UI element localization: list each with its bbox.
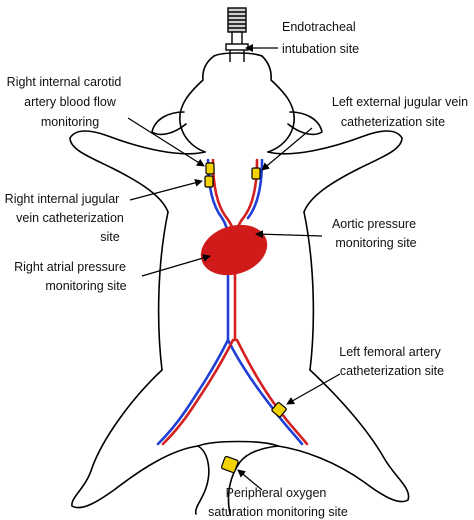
svg-text:catheterization site: catheterization site: [340, 364, 444, 378]
label-right-jugular: Right internal jugular vein catheterizat…: [5, 192, 124, 244]
sensor-clip-icon: [204, 162, 287, 474]
right-femoral-artery: [161, 338, 235, 446]
left-femoral-artery: [235, 338, 309, 446]
label-endotracheal: Endotracheal intubation site: [282, 20, 359, 56]
artery-vessels: [161, 158, 309, 446]
svg-text:artery blood flow: artery blood flow: [24, 95, 117, 109]
svg-text:Left femoral artery: Left femoral artery: [339, 345, 441, 359]
endotracheal-tube-icon: [225, 7, 249, 62]
arrow-right-jugular: [129, 178, 203, 201]
svg-text:catheterization site: catheterization site: [341, 115, 445, 129]
vein-vessels: [156, 158, 304, 446]
right-jugular-sensor: [204, 175, 214, 188]
svg-text:Peripheral oxygen: Peripheral oxygen: [226, 486, 327, 500]
animal-body-outline: [69, 52, 410, 515]
arrow-left-jugular: [261, 127, 313, 171]
label-aortic: Aortic pressure monitoring site: [332, 217, 417, 250]
label-peripheral-oxygen: Peripheral oxygen saturation monitoring …: [208, 486, 348, 519]
svg-text:Aortic pressure: Aortic pressure: [332, 217, 416, 231]
svg-text:Left external jugular vein: Left external jugular vein: [332, 95, 468, 109]
svg-text:Right atrial pressure: Right atrial pressure: [14, 260, 126, 274]
label-left-femoral: Left femoral artery catheterization site: [339, 345, 444, 378]
svg-text:Endotracheal: Endotracheal: [282, 20, 356, 34]
svg-text:intubation site: intubation site: [282, 42, 359, 56]
svg-text:monitoring: monitoring: [41, 115, 99, 129]
left-femoral-sensor: [271, 401, 287, 418]
svg-text:Right internal jugular: Right internal jugular: [5, 192, 120, 206]
label-left-jugular: Left external jugular vein catheterizati…: [332, 95, 468, 129]
arrow-right-carotid: [127, 117, 205, 167]
label-right-carotid: Right internal carotid artery blood flow…: [7, 75, 122, 129]
leader-arrows: [127, 44, 341, 491]
arrow-left-femoral: [286, 373, 341, 405]
svg-text:monitoring site: monitoring site: [335, 236, 416, 250]
svg-text:vein catheterization: vein catheterization: [16, 211, 124, 225]
svg-text:saturation monitoring site: saturation monitoring site: [208, 505, 348, 519]
svg-text:Right internal carotid: Right internal carotid: [7, 75, 122, 89]
svg-text:monitoring site: monitoring site: [45, 279, 126, 293]
peripheral-oxygen-sensor: [220, 455, 239, 474]
heart-shape-icon: [200, 224, 268, 276]
left-jugular-sensor: [251, 167, 261, 180]
right-carotid-sensor: [205, 162, 215, 175]
right-femoral-vein: [156, 338, 230, 446]
arrow-right-atrial: [141, 254, 211, 277]
svg-text:site: site: [100, 230, 120, 244]
arrow-peripheral-oxygen: [237, 469, 263, 491]
arrow-aortic: [255, 230, 323, 239]
label-right-atrial: Right atrial pressure monitoring site: [14, 260, 127, 293]
